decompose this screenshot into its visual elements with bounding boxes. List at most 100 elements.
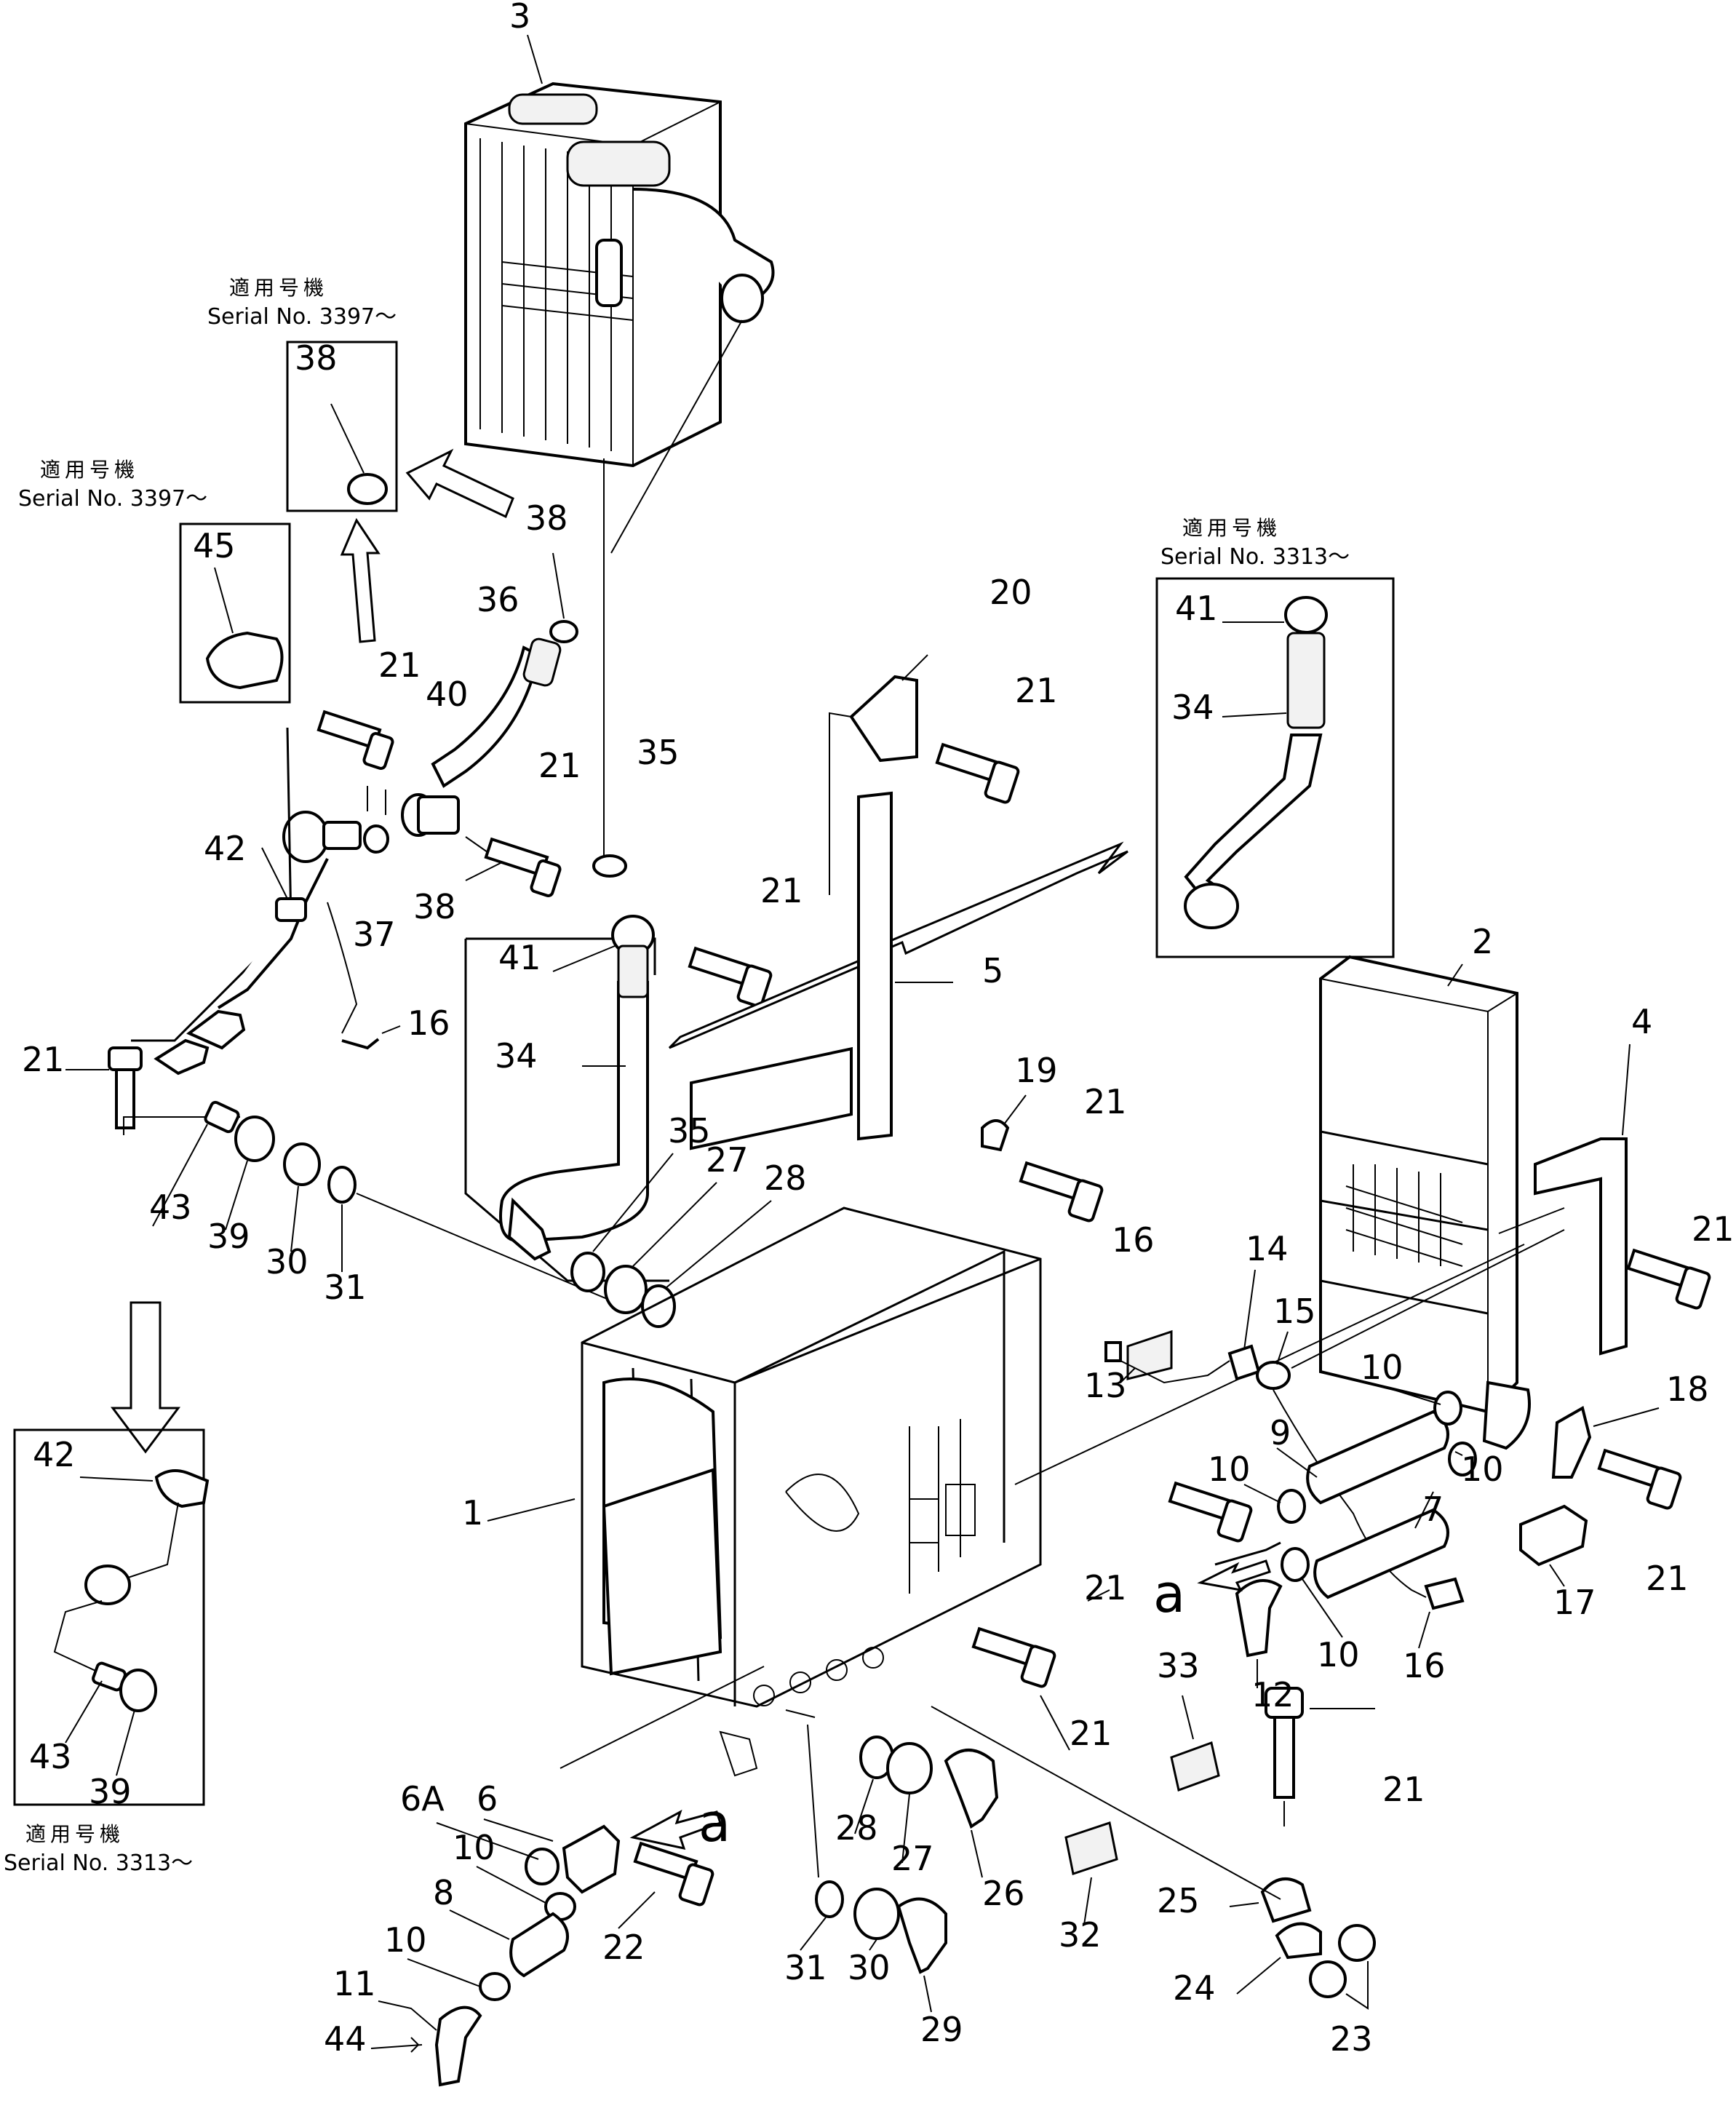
leader-line bbox=[1414, 1491, 1434, 1529]
wire-16b bbox=[1273, 1389, 1427, 1598]
fitting-42 bbox=[275, 897, 307, 922]
callout-label: 43 bbox=[29, 1737, 72, 1776]
arrow-to-inset-38 bbox=[405, 448, 514, 519]
view-marker-a-right: a bbox=[1153, 1563, 1185, 1624]
inset-pipe-34 bbox=[1184, 734, 1323, 897]
pipe-42 bbox=[217, 858, 329, 1009]
inset-end-34 bbox=[1184, 883, 1239, 929]
hose-34-tip bbox=[507, 1197, 552, 1261]
clamp-10c bbox=[1277, 1489, 1306, 1524]
callout-label: 3 bbox=[509, 0, 530, 36]
leader-line bbox=[901, 1793, 910, 1864]
callout-label: 34 bbox=[1171, 688, 1214, 727]
callout-label: 21 bbox=[760, 871, 803, 910]
inset-box-42-43-39 bbox=[13, 1428, 205, 1806]
leader-line bbox=[1302, 1578, 1343, 1638]
plug-45 bbox=[205, 631, 284, 690]
view-arrow-a-left bbox=[629, 1809, 722, 1850]
callout-label: 43 bbox=[149, 1188, 192, 1227]
callout-label: 42 bbox=[204, 829, 247, 868]
leader-line bbox=[1087, 1589, 1110, 1602]
callout-label: 31 bbox=[324, 1268, 367, 1307]
callout-label: 38 bbox=[413, 887, 456, 926]
leader-line bbox=[800, 1917, 827, 1951]
hose-36-end bbox=[522, 637, 562, 687]
callout-label: 39 bbox=[89, 1772, 132, 1811]
serial-note-jp: 適用号機 bbox=[229, 276, 328, 300]
leader-line bbox=[1040, 1695, 1070, 1751]
leader-line bbox=[610, 319, 743, 554]
callout-label: 10 bbox=[1317, 1635, 1360, 1674]
callout-label: 34 bbox=[495, 1036, 538, 1076]
leader-line bbox=[1182, 1695, 1194, 1740]
callout-label: 40 bbox=[426, 675, 469, 714]
callout-label: 10 bbox=[384, 1920, 427, 1960]
callout-label: 31 bbox=[784, 1948, 827, 1987]
callout-label: 39 bbox=[207, 1217, 250, 1256]
block-17 bbox=[1519, 1504, 1588, 1567]
leader-line bbox=[807, 1724, 819, 1878]
callout-label: 27 bbox=[891, 1839, 934, 1878]
clamp-25 bbox=[1260, 1877, 1312, 1923]
washer-28 bbox=[641, 1284, 676, 1328]
radiator-part-2 bbox=[1319, 955, 1531, 1450]
leader-line bbox=[552, 552, 565, 619]
callout-label: 6A bbox=[400, 1779, 445, 1818]
hose-36 bbox=[431, 645, 541, 788]
nut-27 bbox=[604, 1265, 648, 1314]
nut-27b bbox=[886, 1742, 933, 1794]
callout-label: 16 bbox=[1403, 1646, 1446, 1685]
clamp-24 bbox=[1275, 1922, 1322, 1960]
leader-line bbox=[1593, 1407, 1660, 1427]
callout-label: 10 bbox=[1361, 1348, 1403, 1387]
view-marker-a-left: a bbox=[698, 1792, 730, 1853]
plate-5 bbox=[857, 791, 893, 1141]
bolt-22 bbox=[633, 1841, 714, 1907]
inset-box-41-34 bbox=[1155, 577, 1395, 958]
callout-label: 41 bbox=[1175, 589, 1218, 628]
callout-label: 21 bbox=[1692, 1209, 1735, 1249]
leader-line bbox=[1229, 1902, 1281, 1995]
serial-note-jp: 適用号機 bbox=[25, 1822, 124, 1846]
leader-line bbox=[1276, 1331, 1289, 1365]
callout-label: 26 bbox=[982, 1874, 1025, 1913]
callout-label: 1 bbox=[462, 1493, 483, 1532]
washer-38c bbox=[363, 824, 389, 854]
elbow-11 bbox=[434, 2005, 482, 2087]
callout-label: 12 bbox=[1251, 1675, 1294, 1714]
leader-line bbox=[225, 1160, 248, 1231]
inset-fitting-42 bbox=[154, 1469, 210, 1508]
washer-guide bbox=[367, 786, 386, 815]
callout-label: 30 bbox=[266, 1242, 308, 1281]
connector-16 bbox=[1424, 1577, 1465, 1610]
bolt-21-e bbox=[935, 742, 1020, 804]
callout-label: 21 bbox=[378, 645, 421, 685]
leader-line bbox=[592, 1153, 674, 1252]
callout-label: 32 bbox=[1059, 1915, 1102, 1955]
leader-line bbox=[1243, 1269, 1256, 1351]
callout-label: 38 bbox=[295, 338, 338, 378]
leader-line bbox=[869, 1939, 877, 1951]
callout-label: 21 bbox=[1084, 1082, 1127, 1121]
sticker-16 bbox=[1126, 1329, 1173, 1380]
leader-line bbox=[116, 1709, 135, 1776]
callout-label: 21 bbox=[538, 746, 581, 785]
callout-label: 21 bbox=[1070, 1714, 1112, 1753]
bolt-21-b bbox=[484, 837, 562, 897]
washer-35 bbox=[592, 854, 627, 878]
frame-line bbox=[131, 727, 292, 1042]
leader-line bbox=[381, 1025, 401, 1034]
serial-note-text: Serial No. 3313～ bbox=[4, 1850, 193, 1876]
callout-label: 16 bbox=[407, 1003, 450, 1043]
leader-line bbox=[378, 2000, 437, 2031]
valve-37 bbox=[282, 811, 362, 863]
connector-13 bbox=[1104, 1341, 1122, 1362]
leader-line bbox=[923, 1975, 932, 2013]
hose-34 bbox=[499, 981, 649, 1243]
leader-line bbox=[632, 1182, 717, 1267]
elbow-26 bbox=[944, 1749, 999, 1829]
callout-label: 21 bbox=[1015, 671, 1058, 710]
leader-line bbox=[290, 1185, 299, 1252]
callout-label: 29 bbox=[920, 2010, 963, 2049]
